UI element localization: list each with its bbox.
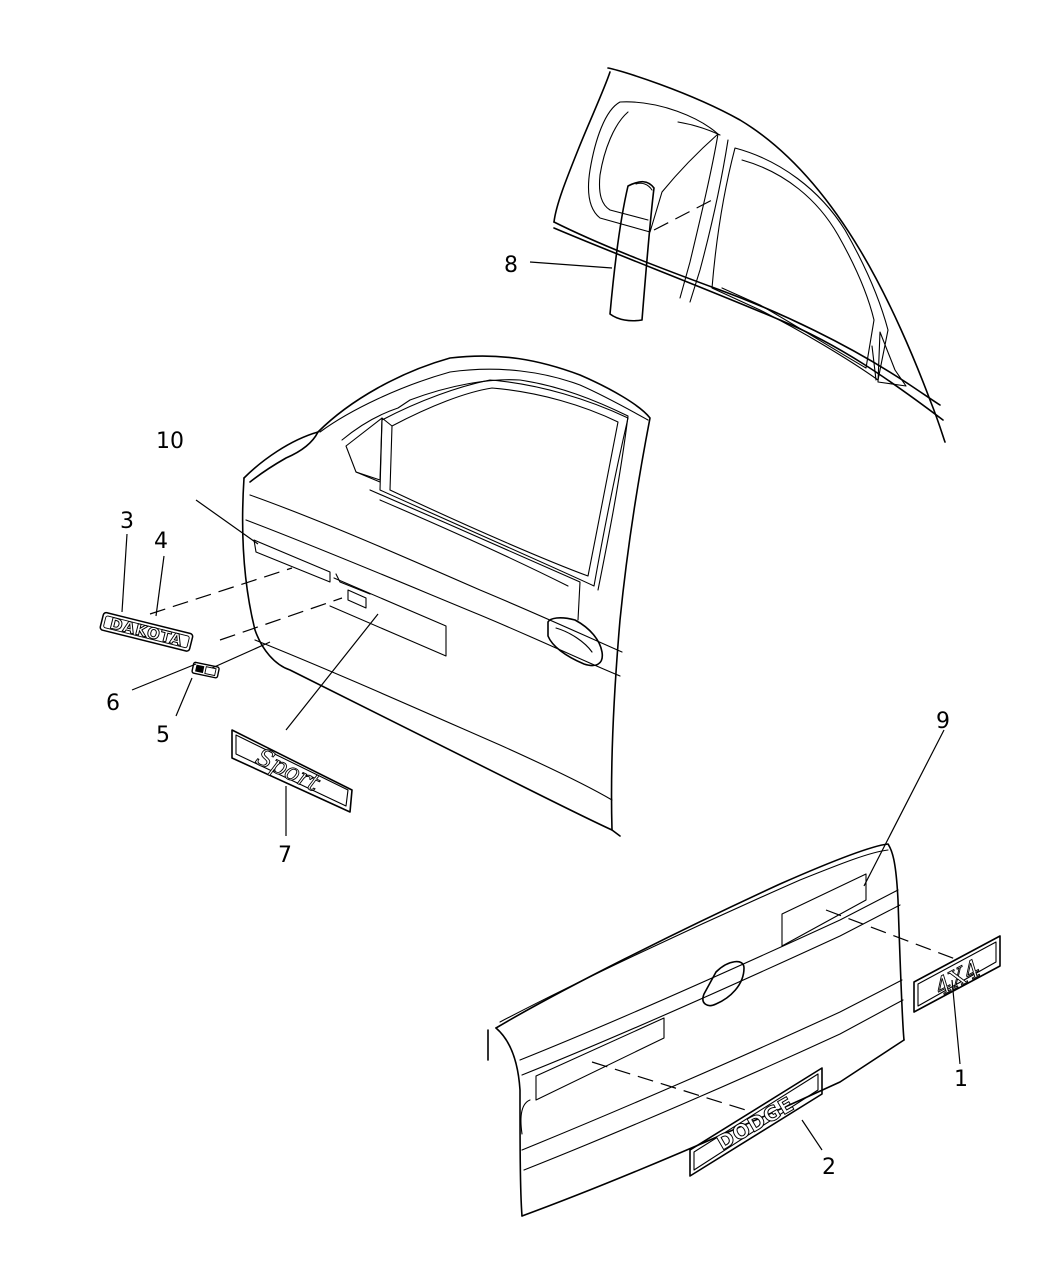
callout-3: 3 xyxy=(120,509,134,534)
rear-cab-panel xyxy=(553,67,946,443)
callout-10: 10 xyxy=(156,429,184,454)
callout-5: 5 xyxy=(156,723,170,748)
callout-1: 1 xyxy=(954,1067,968,1092)
sport-badge-text: Sport xyxy=(252,743,325,798)
callout-9: 9 xyxy=(936,709,950,734)
small-badge xyxy=(191,661,220,679)
callout-7: 7 xyxy=(278,843,292,868)
callout-8: 8 xyxy=(504,253,518,278)
dakota-nameplate: DAKOTA xyxy=(99,611,194,652)
tailgate-leaders xyxy=(591,729,961,1151)
b-pillar-applique xyxy=(529,180,717,322)
callout-labels: 1 2 3 4 5 6 7 8 9 10 xyxy=(106,253,968,1180)
callout-6: 6 xyxy=(106,691,120,716)
dodge-nameplate: DODGE xyxy=(689,1067,823,1177)
four-by-four-badge: 4X4 xyxy=(913,935,1001,1013)
tailgate-panel xyxy=(487,843,905,1217)
door-leaders xyxy=(121,499,379,836)
callout-2: 2 xyxy=(822,1155,836,1180)
dakota-badge-text: DAKOTA xyxy=(108,614,185,649)
sport-nameplate: Sport xyxy=(231,729,353,813)
callout-4: 4 xyxy=(154,529,168,554)
front-door-panel xyxy=(241,355,651,837)
dodge-badge-text: DODGE xyxy=(713,1091,799,1154)
